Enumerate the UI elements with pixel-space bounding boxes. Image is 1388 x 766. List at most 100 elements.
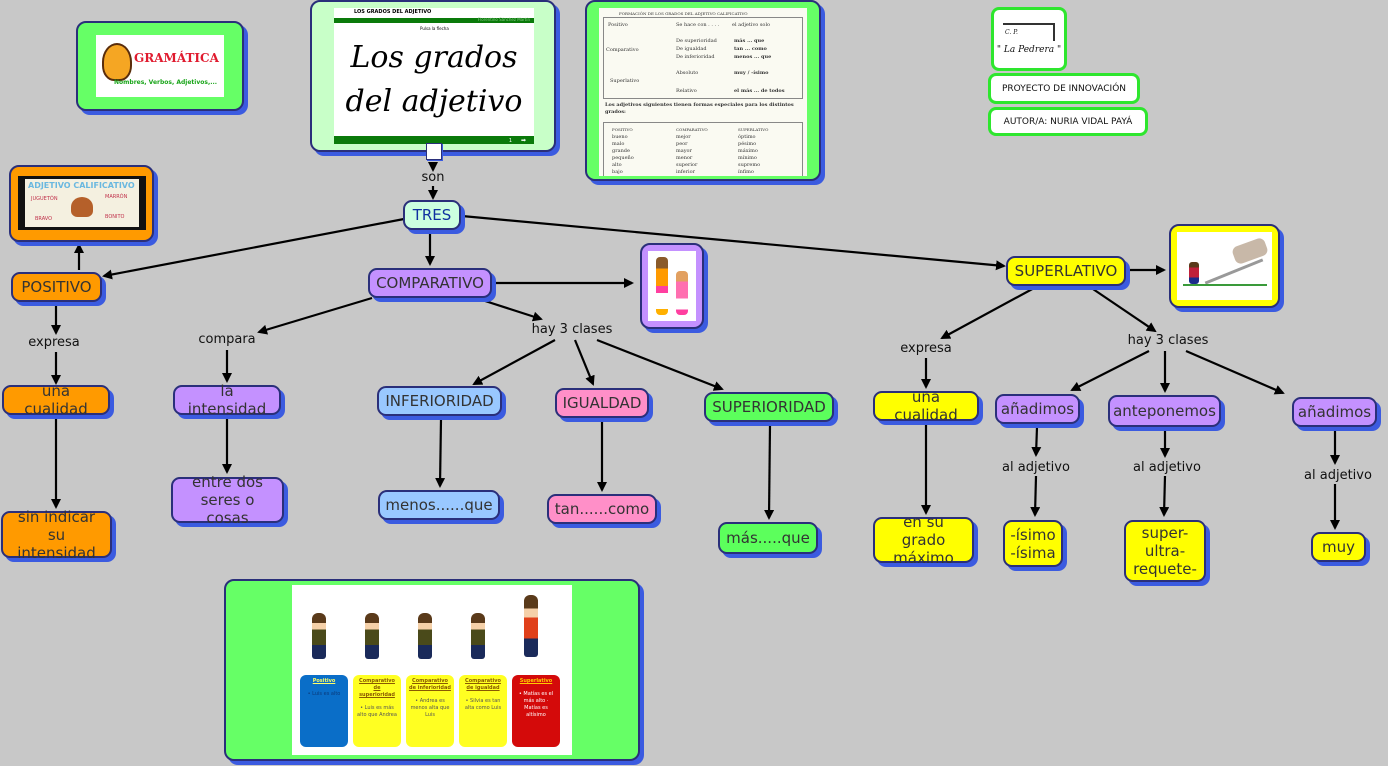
link-al-adjetivo-2: al adjetivo xyxy=(1133,460,1201,475)
child-figure-icon xyxy=(365,613,379,659)
school-initials: C. P. xyxy=(1005,29,1018,36)
form-cell: óptimo xyxy=(738,134,756,140)
form-cell: bajo xyxy=(612,169,623,175)
col-header: COMPARATIVO xyxy=(676,127,708,132)
cell: tan ... como xyxy=(734,46,767,52)
node-menos-que[interactable]: menos......que xyxy=(378,490,500,520)
child-figure-icon xyxy=(312,613,326,659)
node-muy[interactable]: muy xyxy=(1311,532,1366,562)
gramatica-title: GRAMÁTICA xyxy=(134,51,219,65)
cell: De igualdad xyxy=(676,46,707,52)
link-al-adjetivo-1: al adjetivo xyxy=(1002,460,1070,475)
node-tres[interactable]: TRES xyxy=(403,200,461,230)
table-note: Los adjetivos siguientes tienen formas e… xyxy=(605,102,794,115)
form-cell: pequeño xyxy=(612,155,634,161)
cell: muy / -ísimo xyxy=(734,70,769,76)
node-tan-como[interactable]: tan......como xyxy=(547,494,657,524)
node-entre-dos[interactable]: entre dos seres o cosas xyxy=(171,473,284,527)
grade-card-title: Comparativo de inferioridad xyxy=(409,678,451,691)
seesaw-image-box[interactable] xyxy=(1169,224,1280,308)
form-cell: superior xyxy=(676,162,698,168)
node-isimo[interactable]: -ísimo -ísima xyxy=(1003,520,1063,567)
gramatica-image: GRAMÁTICA Nombres, Verbos, Adjetivos,... xyxy=(96,35,224,97)
edge xyxy=(1089,286,1157,333)
player-icon xyxy=(1189,262,1199,284)
author-label: AUTOR/A: NURIA VIDAL PAYÁ xyxy=(988,107,1148,136)
node-anadimos-1[interactable]: añadimos xyxy=(995,394,1080,424)
node-super-ultra-requete[interactable]: super- ultra- requete- xyxy=(1124,520,1206,582)
form-cell: peor xyxy=(676,141,688,147)
node-una-cualidad-superlativo[interactable]: una cualidad xyxy=(873,388,979,424)
node-comparativo[interactable]: COMPARATIVO xyxy=(368,268,492,298)
table-image: FORMACIÓN DE LOS GRADOS DEL ADJETIVO CAL… xyxy=(599,8,807,176)
node-anteponemos[interactable]: anteponemos xyxy=(1108,395,1221,427)
gramatica-subtitle: Nombres, Verbos, Adjetivos,... xyxy=(114,79,218,86)
grade-card-text: • Andrea es menos alta que Luis xyxy=(410,698,450,718)
tall-girl-icon xyxy=(656,257,668,315)
school-name: " La Pedrera " xyxy=(996,45,1062,55)
slide-page-number: 1 xyxy=(508,138,512,144)
col-header: SUPERLATIVO xyxy=(738,127,769,132)
cell: el adjetivo solo xyxy=(732,22,771,28)
next-arrow-icon[interactable]: ➡ xyxy=(520,137,526,144)
edge xyxy=(1159,475,1170,517)
child-figure-icon xyxy=(524,595,538,657)
adjetivo-image-box[interactable]: ADJETIVO CALIFICATIVO JUGUETÓN MARRÓN BR… xyxy=(9,165,154,242)
node-en-su-grado[interactable]: en su grado máximo xyxy=(873,513,974,567)
table-image-box[interactable]: FORMACIÓN DE LOS GRADOS DEL ADJETIVO CAL… xyxy=(585,0,821,181)
cell: Positivo xyxy=(608,22,628,28)
word: BRAVO xyxy=(35,216,53,222)
edge xyxy=(1070,350,1150,391)
form-cell: alto xyxy=(612,162,622,168)
grade-card-title: Superlativo xyxy=(519,678,553,684)
grass xyxy=(1183,284,1267,286)
grade-card: Comparativo de igualdad• Silvia es tan a… xyxy=(459,675,507,747)
grade-card: Comparativo de inferioridad • Andrea es m… xyxy=(406,675,454,747)
school-building-icon: C. P. xyxy=(1003,23,1055,41)
edge xyxy=(481,298,543,322)
slide-box[interactable]: LOS GRADOS DEL ADJETIVO Florentino Sánch… xyxy=(310,0,556,152)
edge xyxy=(435,418,446,488)
grade-card-text: • Luis es más alto que Andrea xyxy=(357,705,397,718)
form-cell: supremo xyxy=(738,162,761,168)
form-cell: grande xyxy=(612,148,630,154)
node-igualdad[interactable]: IGUALDAD xyxy=(555,388,649,418)
link-hay-3-clases-comparativo: hay 3 clases xyxy=(531,322,613,337)
form-cell: ínfimo xyxy=(738,169,754,175)
form-cell: bueno xyxy=(612,134,628,140)
slide-green-bar-bottom xyxy=(334,136,534,144)
form-cell: malo xyxy=(612,141,625,147)
short-girl-icon xyxy=(676,271,688,315)
girls-image-box[interactable] xyxy=(640,243,704,329)
node-superioridad[interactable]: SUPERIORIDAD xyxy=(704,392,834,422)
node-sin-indicar[interactable]: sin indicar su intensidad xyxy=(1,508,112,562)
grade-card-text: • Matías es el más alto · Matías es altí… xyxy=(518,691,554,718)
document-icon[interactable] xyxy=(426,143,442,160)
grade-card: Superlativo • Matías es el más alto · Mat… xyxy=(512,675,560,747)
node-una-cualidad-positivo[interactable]: una cualidad xyxy=(2,382,110,418)
form-cell: mínimo xyxy=(738,155,757,161)
node-la-intensidad[interactable]: la intensidad xyxy=(173,382,281,418)
edge xyxy=(596,338,724,391)
slide-title-line2: del adjetivo xyxy=(345,84,523,119)
edge xyxy=(1031,426,1042,457)
node-inferioridad[interactable]: INFERIORIDAD xyxy=(377,386,502,416)
link-expresa-superlativo: expresa xyxy=(900,341,952,356)
edge xyxy=(1185,349,1285,395)
form-cell: pésimo xyxy=(738,141,757,147)
node-superlativo[interactable]: SUPERLATIVO xyxy=(1006,256,1126,286)
slide-title-line1: Los grados xyxy=(350,40,518,75)
cell: más ... que xyxy=(734,38,765,44)
link-al-adjetivo-3: al adjetivo xyxy=(1304,468,1372,483)
node-mas-que[interactable]: más.....que xyxy=(718,522,818,554)
edge xyxy=(472,339,556,385)
node-positivo[interactable]: POSITIVO xyxy=(11,272,102,302)
cell: Comparativo xyxy=(606,47,639,53)
grade-card-title: Comparativo de igualdad xyxy=(465,678,501,691)
child-figure-icon xyxy=(418,613,432,659)
link-hay-3-clases-superlativo: hay 3 clases xyxy=(1127,333,1209,348)
gramatica-image-box[interactable]: GRAMÁTICA Nombres, Verbos, Adjetivos,... xyxy=(76,21,244,111)
node-anadimos-2[interactable]: añadimos xyxy=(1292,397,1377,427)
